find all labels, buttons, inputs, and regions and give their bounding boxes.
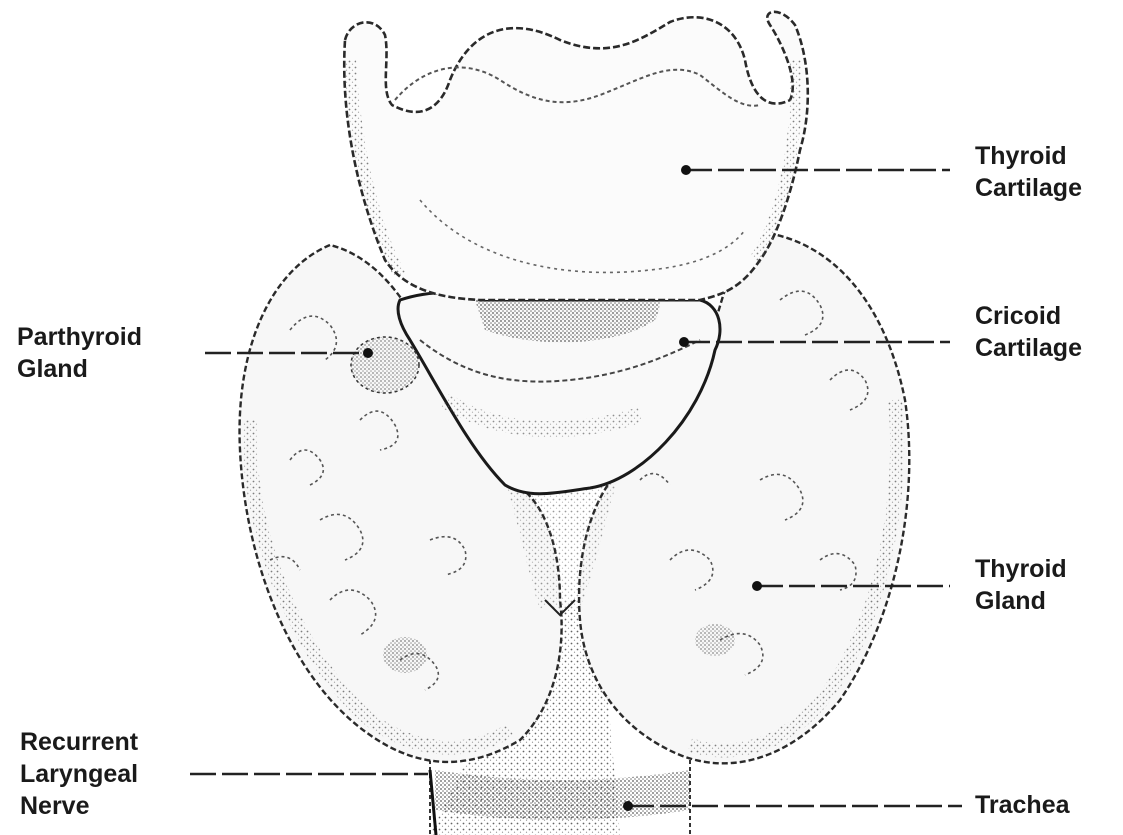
label-line: Thyroid (975, 553, 1067, 585)
label-thyroid-gland: Thyroid Gland (975, 553, 1067, 617)
label-line: Cartilage (975, 172, 1082, 204)
label-line: Thyroid (975, 140, 1082, 172)
label-line: Trachea (975, 789, 1070, 821)
label-thyroid-cartilage: Thyroid Cartilage (975, 140, 1082, 204)
label-line: Cartilage (975, 332, 1082, 364)
label-trachea: Trachea (975, 789, 1070, 821)
label-line: Nerve (20, 790, 138, 822)
label-parathyroid-gland: Parthyroid Gland (17, 321, 142, 385)
label-cricoid-cartilage: Cricoid Cartilage (975, 300, 1082, 364)
label-line: Gland (17, 353, 142, 385)
thyroid-cartilage-shape (344, 12, 808, 300)
parathyroid-gland-shape (351, 337, 419, 393)
label-line: Recurrent (20, 726, 138, 758)
label-line: Parthyroid (17, 321, 142, 353)
label-recurrent-laryngeal-nerve: Recurrent Laryngeal Nerve (20, 726, 138, 822)
label-line: Gland (975, 585, 1067, 617)
label-line: Cricoid (975, 300, 1082, 332)
label-line: Laryngeal (20, 758, 138, 790)
